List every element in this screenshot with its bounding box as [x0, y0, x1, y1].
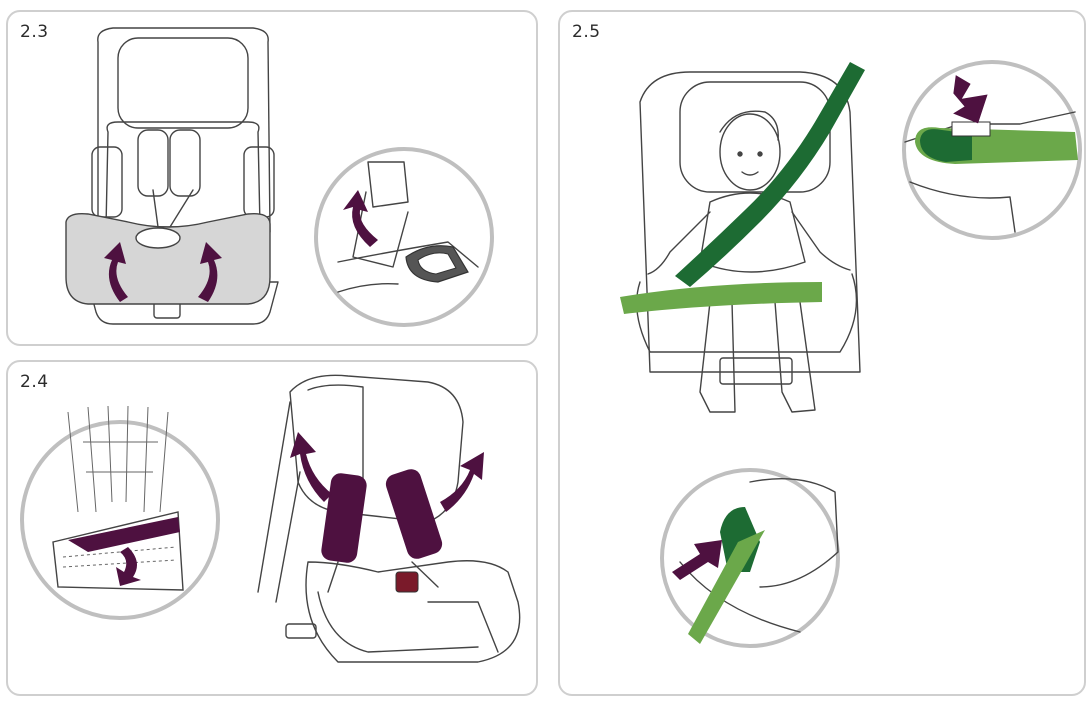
step-number: 2.3 [20, 22, 49, 42]
step-number: 2.4 [20, 372, 49, 392]
belt-routing-illustration [620, 60, 1082, 648]
seat-cushion [65, 212, 271, 305]
shoulder-pad-right [385, 469, 443, 559]
remove-arrow-right [440, 452, 484, 512]
zoom-detail-clip [314, 147, 494, 327]
panel-step-2-5: 2.5 [558, 10, 1086, 696]
lap-belt-light [620, 282, 822, 314]
push-down-arrow [953, 75, 988, 124]
zoom-detail-belt-clip [660, 468, 840, 648]
zoom-detail-belt-guide [902, 60, 1082, 240]
fold-arrow [116, 547, 141, 586]
car-seat-with-child [635, 71, 861, 413]
panel-step-2-4: 2.4 [6, 360, 538, 696]
lift-arrow-left [104, 242, 128, 302]
step-number: 2.5 [572, 22, 601, 42]
shoulder-pad-left [321, 473, 367, 563]
shoulder-belt-dark [675, 62, 865, 287]
zoom-detail-seat-cover [20, 405, 220, 620]
seat-cushion-lift-illustration [65, 27, 494, 327]
shoulder-pads-removal-illustration [20, 374, 521, 663]
insert-arrow [672, 540, 722, 580]
pull-up-arrow [343, 190, 378, 247]
panel-step-2-3: 2.3 [6, 10, 538, 346]
lift-arrow-right [198, 242, 222, 302]
remove-arrow-left [290, 432, 332, 502]
harness-buckle [395, 571, 419, 593]
harness-buckle-plate [135, 227, 181, 249]
car-seat-angled-view [257, 374, 521, 663]
